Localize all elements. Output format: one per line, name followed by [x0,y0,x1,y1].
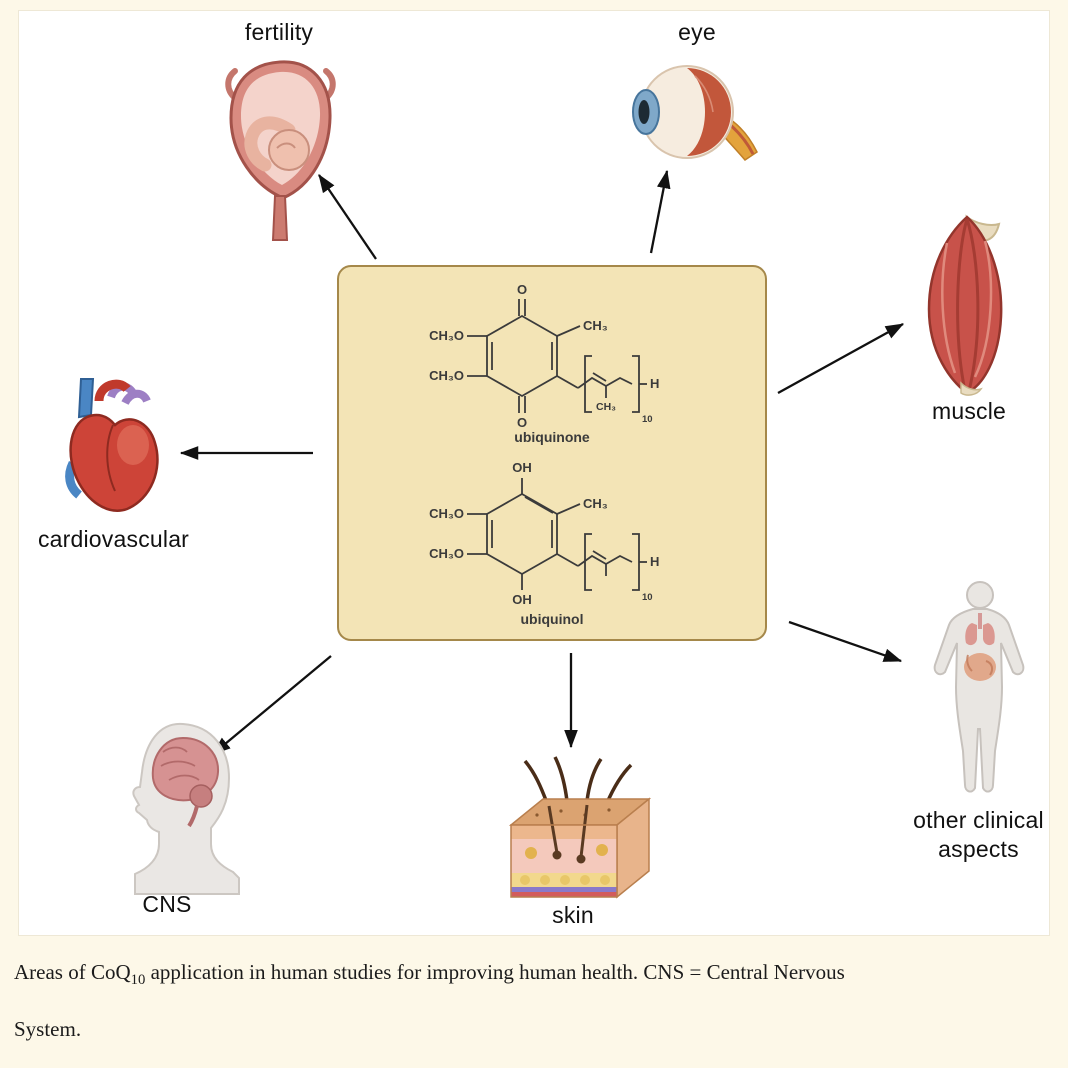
skin-label: skin [552,902,594,928]
ubiquinone-repeat-count: 10 [642,414,653,425]
ubiquinone-methyl: CH₃ [583,318,608,333]
cns-label: CNS [142,891,192,917]
ubiquinone-chain-methyl: CH₃ [596,401,616,413]
ubiquinol-methyl: CH₃ [583,496,608,511]
ubiquinone-o-top: O [517,282,527,297]
ubiquinol-chain-h: H [650,554,659,569]
arrows-layer [179,169,905,755]
eye-label: eye [678,19,716,45]
ubiquinol-repeat-count: 10 [642,592,653,603]
uterus-illustration [225,60,336,241]
arrow-to-muscle [777,322,905,395]
brain-illustration [132,722,240,895]
skin-illustration [508,756,651,899]
arrow-to-other [788,620,903,663]
arrow-to-cns [212,655,332,755]
ubiquinone-chain-h: H [650,376,659,391]
arrow-group [179,169,905,755]
arrow-to-fertility [318,174,377,260]
other-clinical-line2: aspects [938,836,1019,863]
figure-panel: fertility eye muscle cardiovascular CNS … [18,10,1050,936]
ubiquinol-oh-top: OH [512,460,532,475]
ubiquinol-oh-bottom: OH [512,592,532,607]
figure-caption: Areas of CoQ10 application in human stud… [14,944,1050,1057]
other-clinical-label: other clinical aspects [896,806,1061,865]
coq10-molecule-box: O O CH₃O CH₃O CH₃ CH₃ H 10 ubiquinone [337,265,767,641]
fertility-label: fertility [244,19,314,45]
ubiquinone-structure: O O CH₃O CH₃O CH₃ CH₃ H 10 ubiquinone [429,282,659,445]
ubiquinone-o-bottom: O [517,415,527,430]
ubiquinol-name: ubiquinol [521,611,584,627]
other-clinical-line1: other clinical [913,807,1044,833]
ubiquinone-methoxy-top: CH₃O [429,328,464,343]
ubiquinol-methoxy-top: CH₃O [429,506,464,521]
caption-part3: System. [14,1016,82,1041]
ubiquinol-structure: OH OH CH₃O CH₃O CH₃ H 10 ubiquinol [429,460,659,627]
ubiquinone-name: ubiquinone [514,429,590,445]
ubiquinone-methoxy-bottom: CH₃O [429,368,464,383]
cardiovascular-label: cardiovascular [37,526,190,552]
muscle-illustration [927,214,1003,396]
ubiquinol-methoxy-bottom: CH₃O [429,546,464,561]
human-body-illustration [933,581,1025,793]
caption-part1: Areas of CoQ [14,960,131,984]
arrow-to-eye [649,169,671,254]
heart-illustration [65,378,159,512]
caption-subscript: 10 [130,972,146,989]
muscle-label: muscle [931,398,1007,424]
caption-part2: application in human studies for improvi… [145,960,845,984]
eye-illustration [632,65,758,161]
